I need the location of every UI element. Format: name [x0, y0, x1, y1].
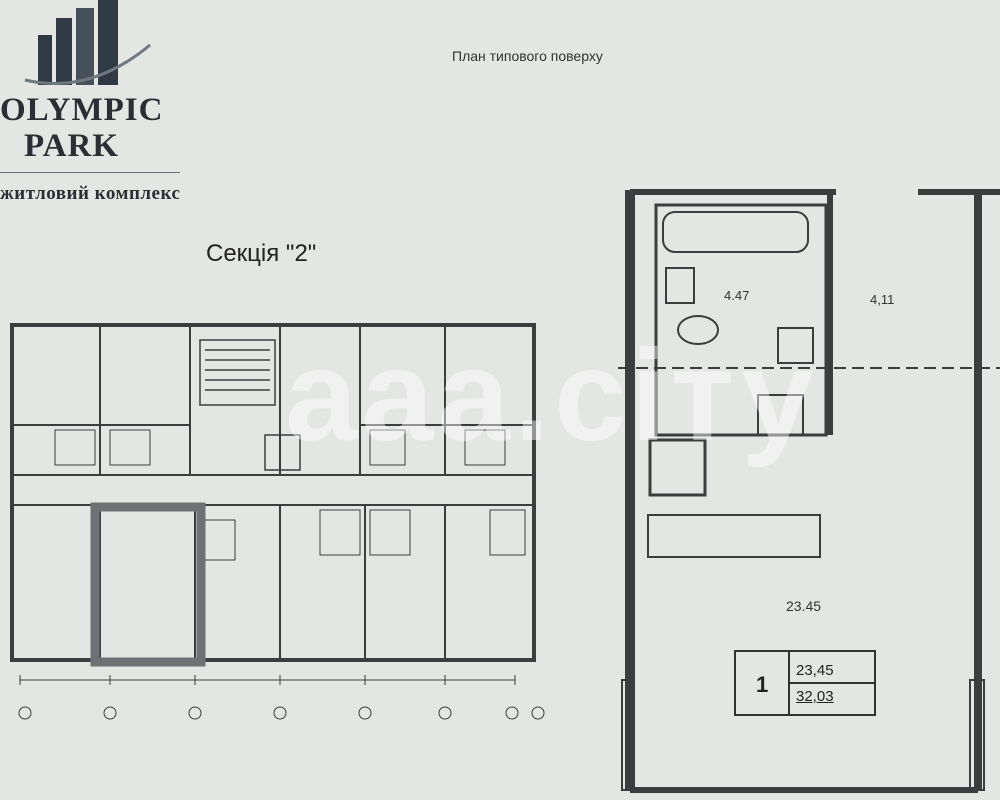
living-area-tag: 23,45 — [796, 662, 834, 679]
brand-subtitle: житловий комплекс — [0, 183, 181, 204]
brand-divider — [0, 172, 180, 173]
closet — [648, 438, 707, 497]
washer — [777, 327, 814, 364]
tower-1 — [38, 35, 52, 85]
plan-title: План типового поверху — [452, 48, 603, 64]
lower-partitions — [99, 505, 446, 660]
ventilation-shaft — [757, 394, 804, 436]
total-area-tag: 32,03 — [796, 688, 834, 705]
bathtub — [662, 211, 809, 253]
tower-3 — [76, 8, 94, 85]
floor-plan — [10, 323, 545, 720]
unit-plan — [618, 189, 1000, 793]
living-area-label: 23.45 — [786, 598, 822, 614]
room-count: 1 — [756, 672, 769, 697]
brand-line-2: PARK — [24, 128, 120, 164]
watermark: ааа.сіту — [285, 322, 818, 468]
grid-axis-markers — [18, 706, 545, 720]
section-title: Секція "2" — [206, 240, 317, 267]
bathroom — [654, 203, 828, 437]
dimension-line — [19, 675, 516, 685]
highlighted-apartment — [90, 502, 206, 667]
area-tag — [734, 650, 876, 716]
bathroom-area-label: 4.47 — [724, 288, 750, 303]
outer-wall — [10, 323, 536, 662]
toilet — [677, 315, 719, 345]
hall-area-label: 4,11 — [870, 292, 895, 307]
swoosh — [24, 43, 151, 85]
kitchen-counter — [647, 514, 821, 558]
logo-icon — [24, 0, 151, 85]
tower-4 — [98, 0, 118, 85]
window-frame-left — [621, 679, 635, 791]
upper-partitions — [12, 325, 534, 475]
tower-2 — [56, 18, 72, 85]
area-tag-divider — [788, 652, 790, 714]
sink — [665, 267, 695, 304]
brand-line-1: OLYMPIC — [0, 92, 164, 128]
stair-core — [199, 339, 301, 471]
wet-rooms — [54, 429, 526, 561]
area-tag-separator — [790, 682, 874, 684]
